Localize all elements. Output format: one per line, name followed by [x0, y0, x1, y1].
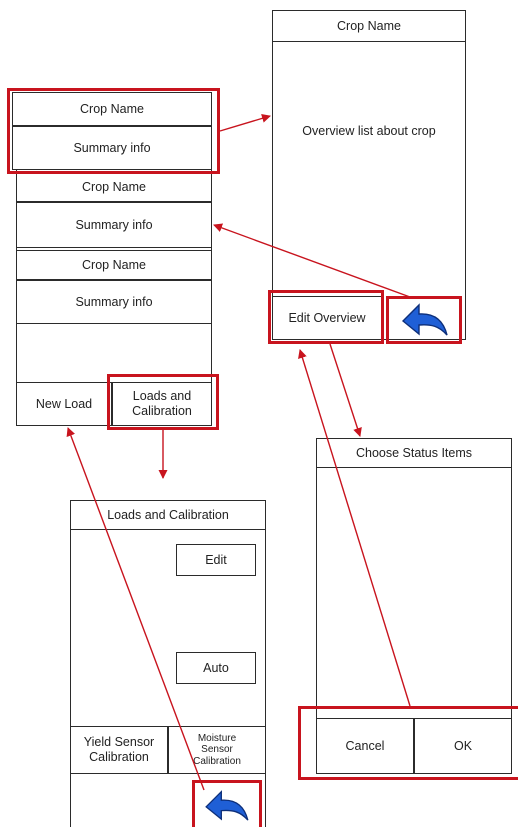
moisture-sensor-calibration-button[interactable]: Moisture Sensor Calibration: [168, 726, 266, 774]
back-arrow-icon: [205, 790, 249, 821]
overview-body: Overview list about crop: [300, 112, 438, 152]
back-arrow-icon: [401, 303, 448, 336]
arrow-edit-overview-to-status: [329, 343, 362, 437]
crop-row-3-summary[interactable]: Summary info: [16, 280, 212, 324]
moisture-sensor-label: Moisture Sensor Calibration: [193, 732, 241, 767]
ok-button[interactable]: OK: [414, 718, 512, 774]
edit-overview-label: Edit Overview: [288, 310, 366, 325]
cancel-label: Cancel: [345, 738, 385, 753]
loads-calibration-label: Loads and Calibration: [132, 389, 192, 418]
crop-row-2-summary[interactable]: Summary info: [16, 202, 212, 248]
overview-body-text: Overview list about crop: [302, 124, 436, 139]
ok-label: OK: [453, 738, 473, 753]
calibration-title: Loads and Calibration: [70, 500, 266, 530]
overview-title: Crop Name: [272, 10, 466, 42]
edit-label: Edit: [205, 552, 227, 567]
edit-button[interactable]: Edit: [176, 544, 256, 576]
overview-title-label: Crop Name: [337, 18, 401, 33]
new-load-button[interactable]: New Load: [16, 382, 112, 426]
crop-row-3-title[interactable]: Crop Name: [16, 250, 212, 280]
crop-row-2-title[interactable]: Crop Name: [16, 172, 212, 202]
loads-calibration-button[interactable]: Loads and Calibration: [112, 382, 212, 426]
calibration-title-label: Loads and Calibration: [107, 507, 229, 522]
summary-info-label: Summary info: [75, 217, 153, 232]
status-title-label: Choose Status Items: [355, 445, 473, 460]
cancel-button[interactable]: Cancel: [316, 718, 414, 774]
new-load-label: New Load: [35, 396, 93, 411]
yield-sensor-label: Yield Sensor Calibration: [83, 735, 155, 764]
auto-button[interactable]: Auto: [176, 652, 256, 684]
auto-label: Auto: [203, 660, 229, 675]
crop-name-label: Crop Name: [82, 257, 146, 272]
status-title: Choose Status Items: [316, 438, 512, 468]
crop-name-label: Crop Name: [80, 101, 144, 116]
yield-sensor-calibration-button[interactable]: Yield Sensor Calibration: [70, 726, 168, 774]
overview-back-button[interactable]: [390, 298, 460, 338]
crop-row-1-title[interactable]: Crop Name: [12, 92, 212, 126]
edit-overview-button[interactable]: Edit Overview: [272, 296, 382, 340]
calibration-back-button[interactable]: [196, 784, 258, 824]
summary-info-label: Summary info: [75, 294, 153, 309]
crop-overview-screen: [272, 10, 466, 340]
crop-name-label: Crop Name: [82, 179, 146, 194]
summary-info-label: Summary info: [73, 140, 151, 155]
arrow-row-to-overview: [219, 113, 271, 132]
crop-row-1-summary[interactable]: Summary info: [12, 126, 212, 170]
